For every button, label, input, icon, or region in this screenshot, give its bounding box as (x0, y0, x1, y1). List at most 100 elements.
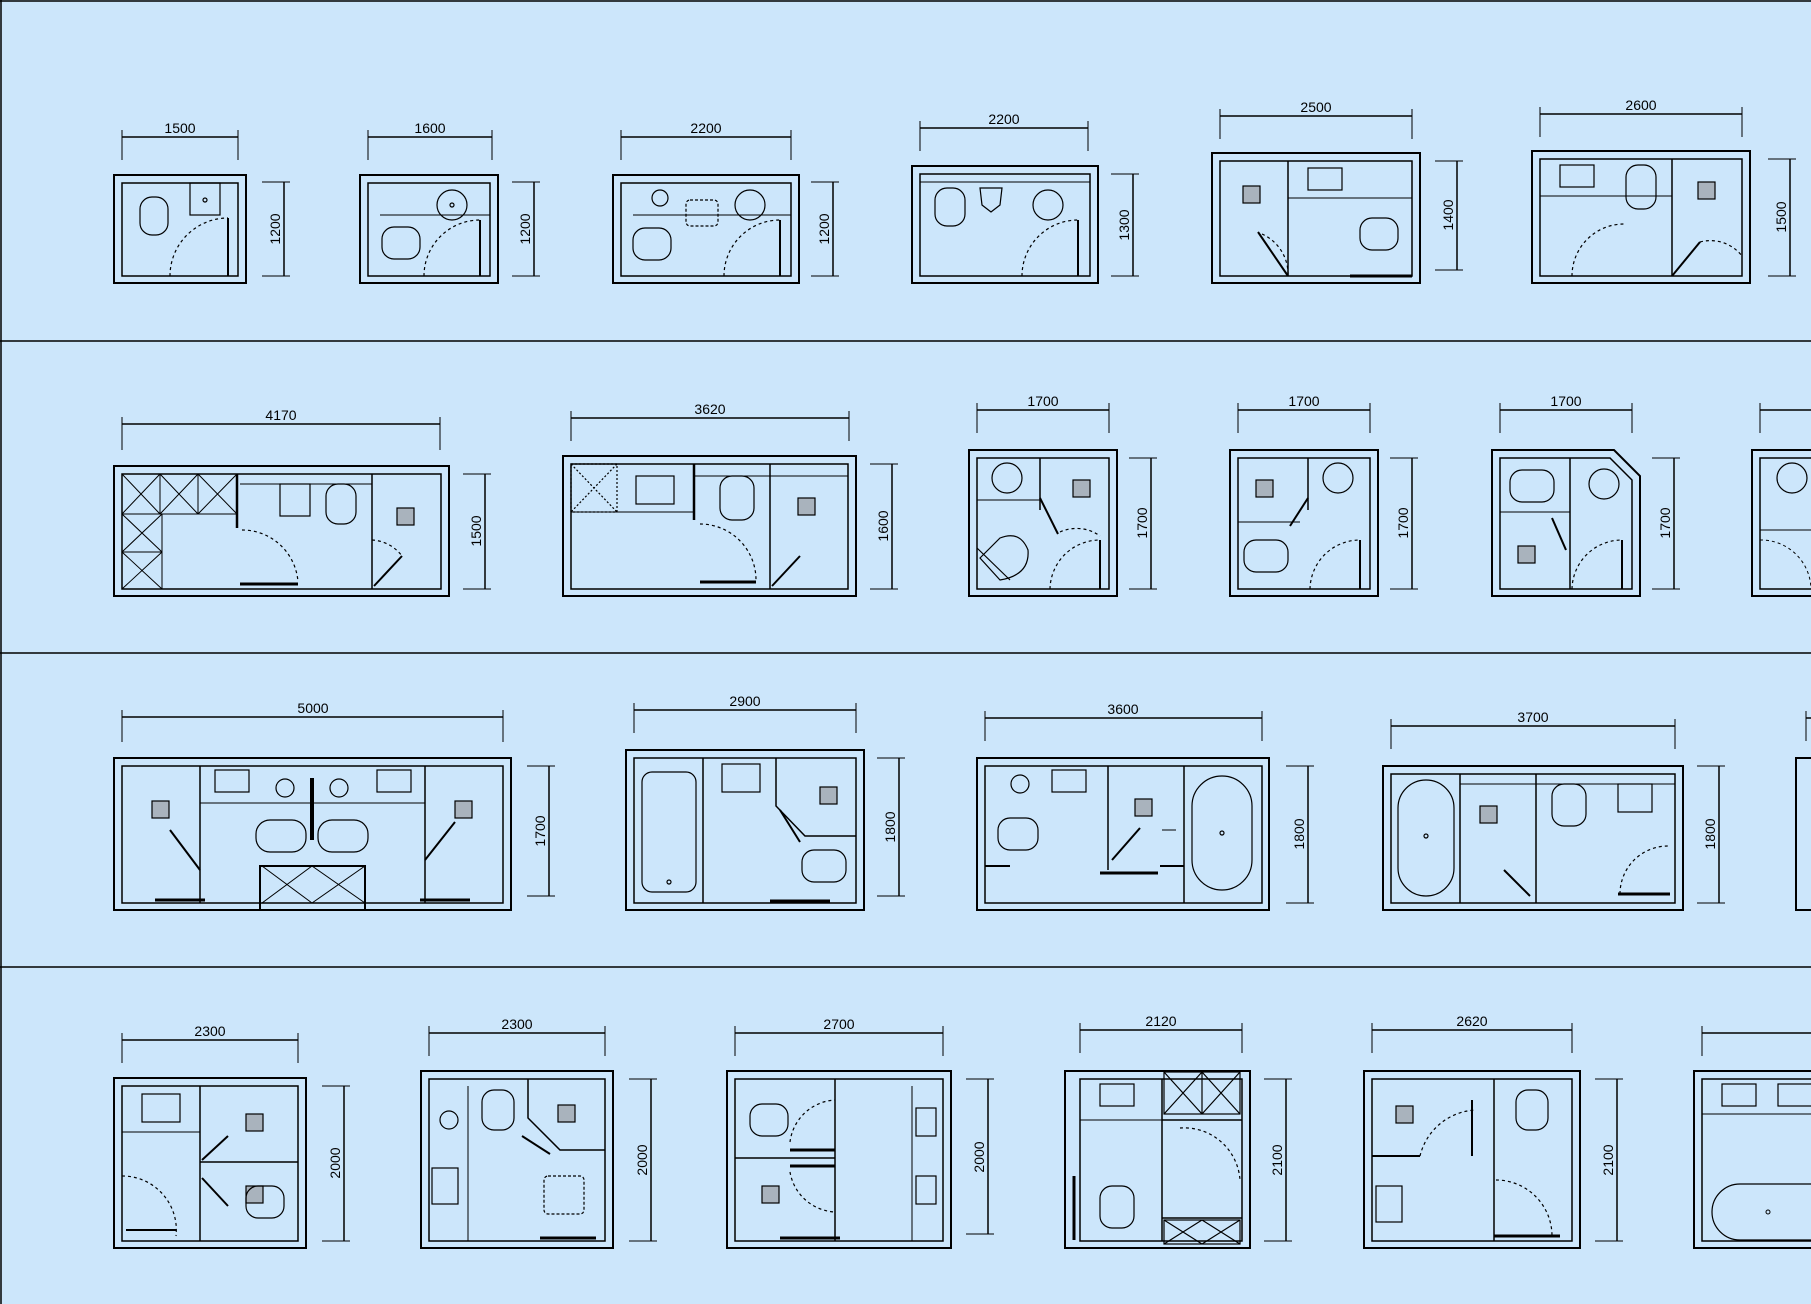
shower-door (201, 1177, 229, 1207)
toilet-icon (749, 1103, 789, 1137)
fixtures (997, 769, 1253, 891)
width-label: 2600 (1625, 97, 1656, 113)
shower-door (1503, 869, 1531, 897)
dimension-width (1499, 403, 1633, 433)
dimension-height (262, 181, 290, 277)
sink-icon (431, 1167, 459, 1205)
plan-partial-row3 (1795, 711, 1811, 911)
dimension-width (121, 1033, 299, 1063)
height-label: 1200 (517, 213, 533, 244)
width-label: 2700 (823, 1016, 854, 1032)
fixtures (1243, 462, 1361, 590)
round-sink-icon (1032, 189, 1064, 221)
toilet-icon (481, 1089, 515, 1131)
width-label: 3700 (1517, 709, 1548, 725)
sink-icon (1099, 1083, 1135, 1107)
sink-icon (141, 1093, 181, 1123)
dimension-width (428, 1026, 606, 1056)
dimension-height (629, 1078, 657, 1242)
dimension-width (633, 703, 857, 733)
shower-drain-icon (1134, 798, 1153, 817)
shower-door (1039, 497, 1059, 535)
shower-drain-icon (245, 1185, 264, 1204)
door-swing (723, 219, 781, 277)
toilet-icon (1625, 164, 1657, 210)
door-swing (371, 539, 403, 557)
round-sink-icon (991, 462, 1023, 494)
row-3: 5000 (113, 693, 1811, 911)
height-label: 1300 (1116, 209, 1132, 240)
shower-drain-icon (151, 800, 170, 819)
walls (359, 174, 499, 284)
walls (1531, 150, 1751, 284)
fixtures (139, 182, 229, 277)
sink-icon (915, 1175, 937, 1205)
toilet-icon (1359, 217, 1399, 251)
width-label: 5000 (297, 700, 328, 716)
walls (1064, 1070, 1251, 1249)
plan-1700x1700-c: 1700 1700 (1491, 393, 1680, 597)
height-label: 1800 (882, 811, 898, 842)
shower-door (779, 809, 801, 843)
toilet-icon (245, 1185, 285, 1219)
height-label: 1500 (1773, 201, 1789, 232)
shower-door (1111, 827, 1141, 861)
shower-tray-icon (570, 463, 618, 513)
height-label: 1700 (1134, 507, 1150, 538)
plan-2200x1200-a: 2200 1200 (612, 120, 839, 284)
dimension-height (527, 765, 555, 897)
plan-5000x1700: 5000 (113, 700, 555, 911)
row-2: 4170 (113, 393, 1811, 597)
door-swing (1021, 219, 1079, 277)
toilet-icon (997, 817, 1039, 851)
sink-icon (1617, 783, 1653, 813)
width-label: 2620 (1456, 1013, 1487, 1029)
door-swing (1495, 1179, 1553, 1237)
sink-icon (214, 769, 250, 793)
door-swing (1571, 539, 1623, 590)
plan-1600x1200: 1600 1200 (359, 120, 540, 284)
walls (1211, 152, 1421, 284)
dimension-width (570, 411, 850, 441)
plan-4170x1500: 4170 (113, 407, 491, 597)
width-label: 2200 (690, 120, 721, 136)
plan-3700x1800: 3700 1800 (1382, 709, 1725, 911)
shower-drain-icon (797, 497, 816, 516)
height-label: 2000 (971, 1141, 987, 1172)
dimension-height (1435, 160, 1463, 271)
sink-icon (1559, 164, 1595, 188)
shower-door (201, 1135, 229, 1161)
dimension-height (1111, 173, 1139, 277)
dimension-width (121, 130, 239, 160)
sink-icon (721, 763, 761, 793)
door-swing (699, 523, 757, 581)
dimension-height (1768, 158, 1796, 277)
toilet-icon (1515, 1089, 1549, 1131)
dimension-height (966, 1078, 994, 1235)
width-label: 1700 (1027, 393, 1058, 409)
toilet-icon (1551, 783, 1587, 827)
round-sink-icon (1776, 462, 1808, 494)
floor-drain-icon (439, 1110, 459, 1130)
toilet-icon (801, 849, 847, 883)
bathtub-icon (1711, 1183, 1811, 1241)
fixtures (121, 1093, 285, 1237)
shower-door (771, 555, 801, 587)
fixtures (1509, 468, 1623, 590)
height-label: 1200 (816, 213, 832, 244)
dimension-height (1264, 1078, 1292, 1242)
shower-drain-icon (1255, 479, 1274, 498)
dimension-height (512, 181, 540, 277)
walls (612, 174, 800, 284)
dimension-width (1371, 1023, 1573, 1053)
plan-1700x1700-a: 1700 1700 (968, 393, 1157, 597)
shower-drain-icon (557, 1104, 576, 1123)
shower-drain-icon (1395, 1105, 1414, 1124)
door-swing (1619, 845, 1669, 895)
toilet-icon (317, 819, 369, 853)
door-swing (121, 1175, 177, 1237)
shower-drain-icon (1697, 181, 1716, 200)
plan-partial-row2 (1751, 403, 1811, 597)
floor-drain-icon (1010, 774, 1030, 794)
